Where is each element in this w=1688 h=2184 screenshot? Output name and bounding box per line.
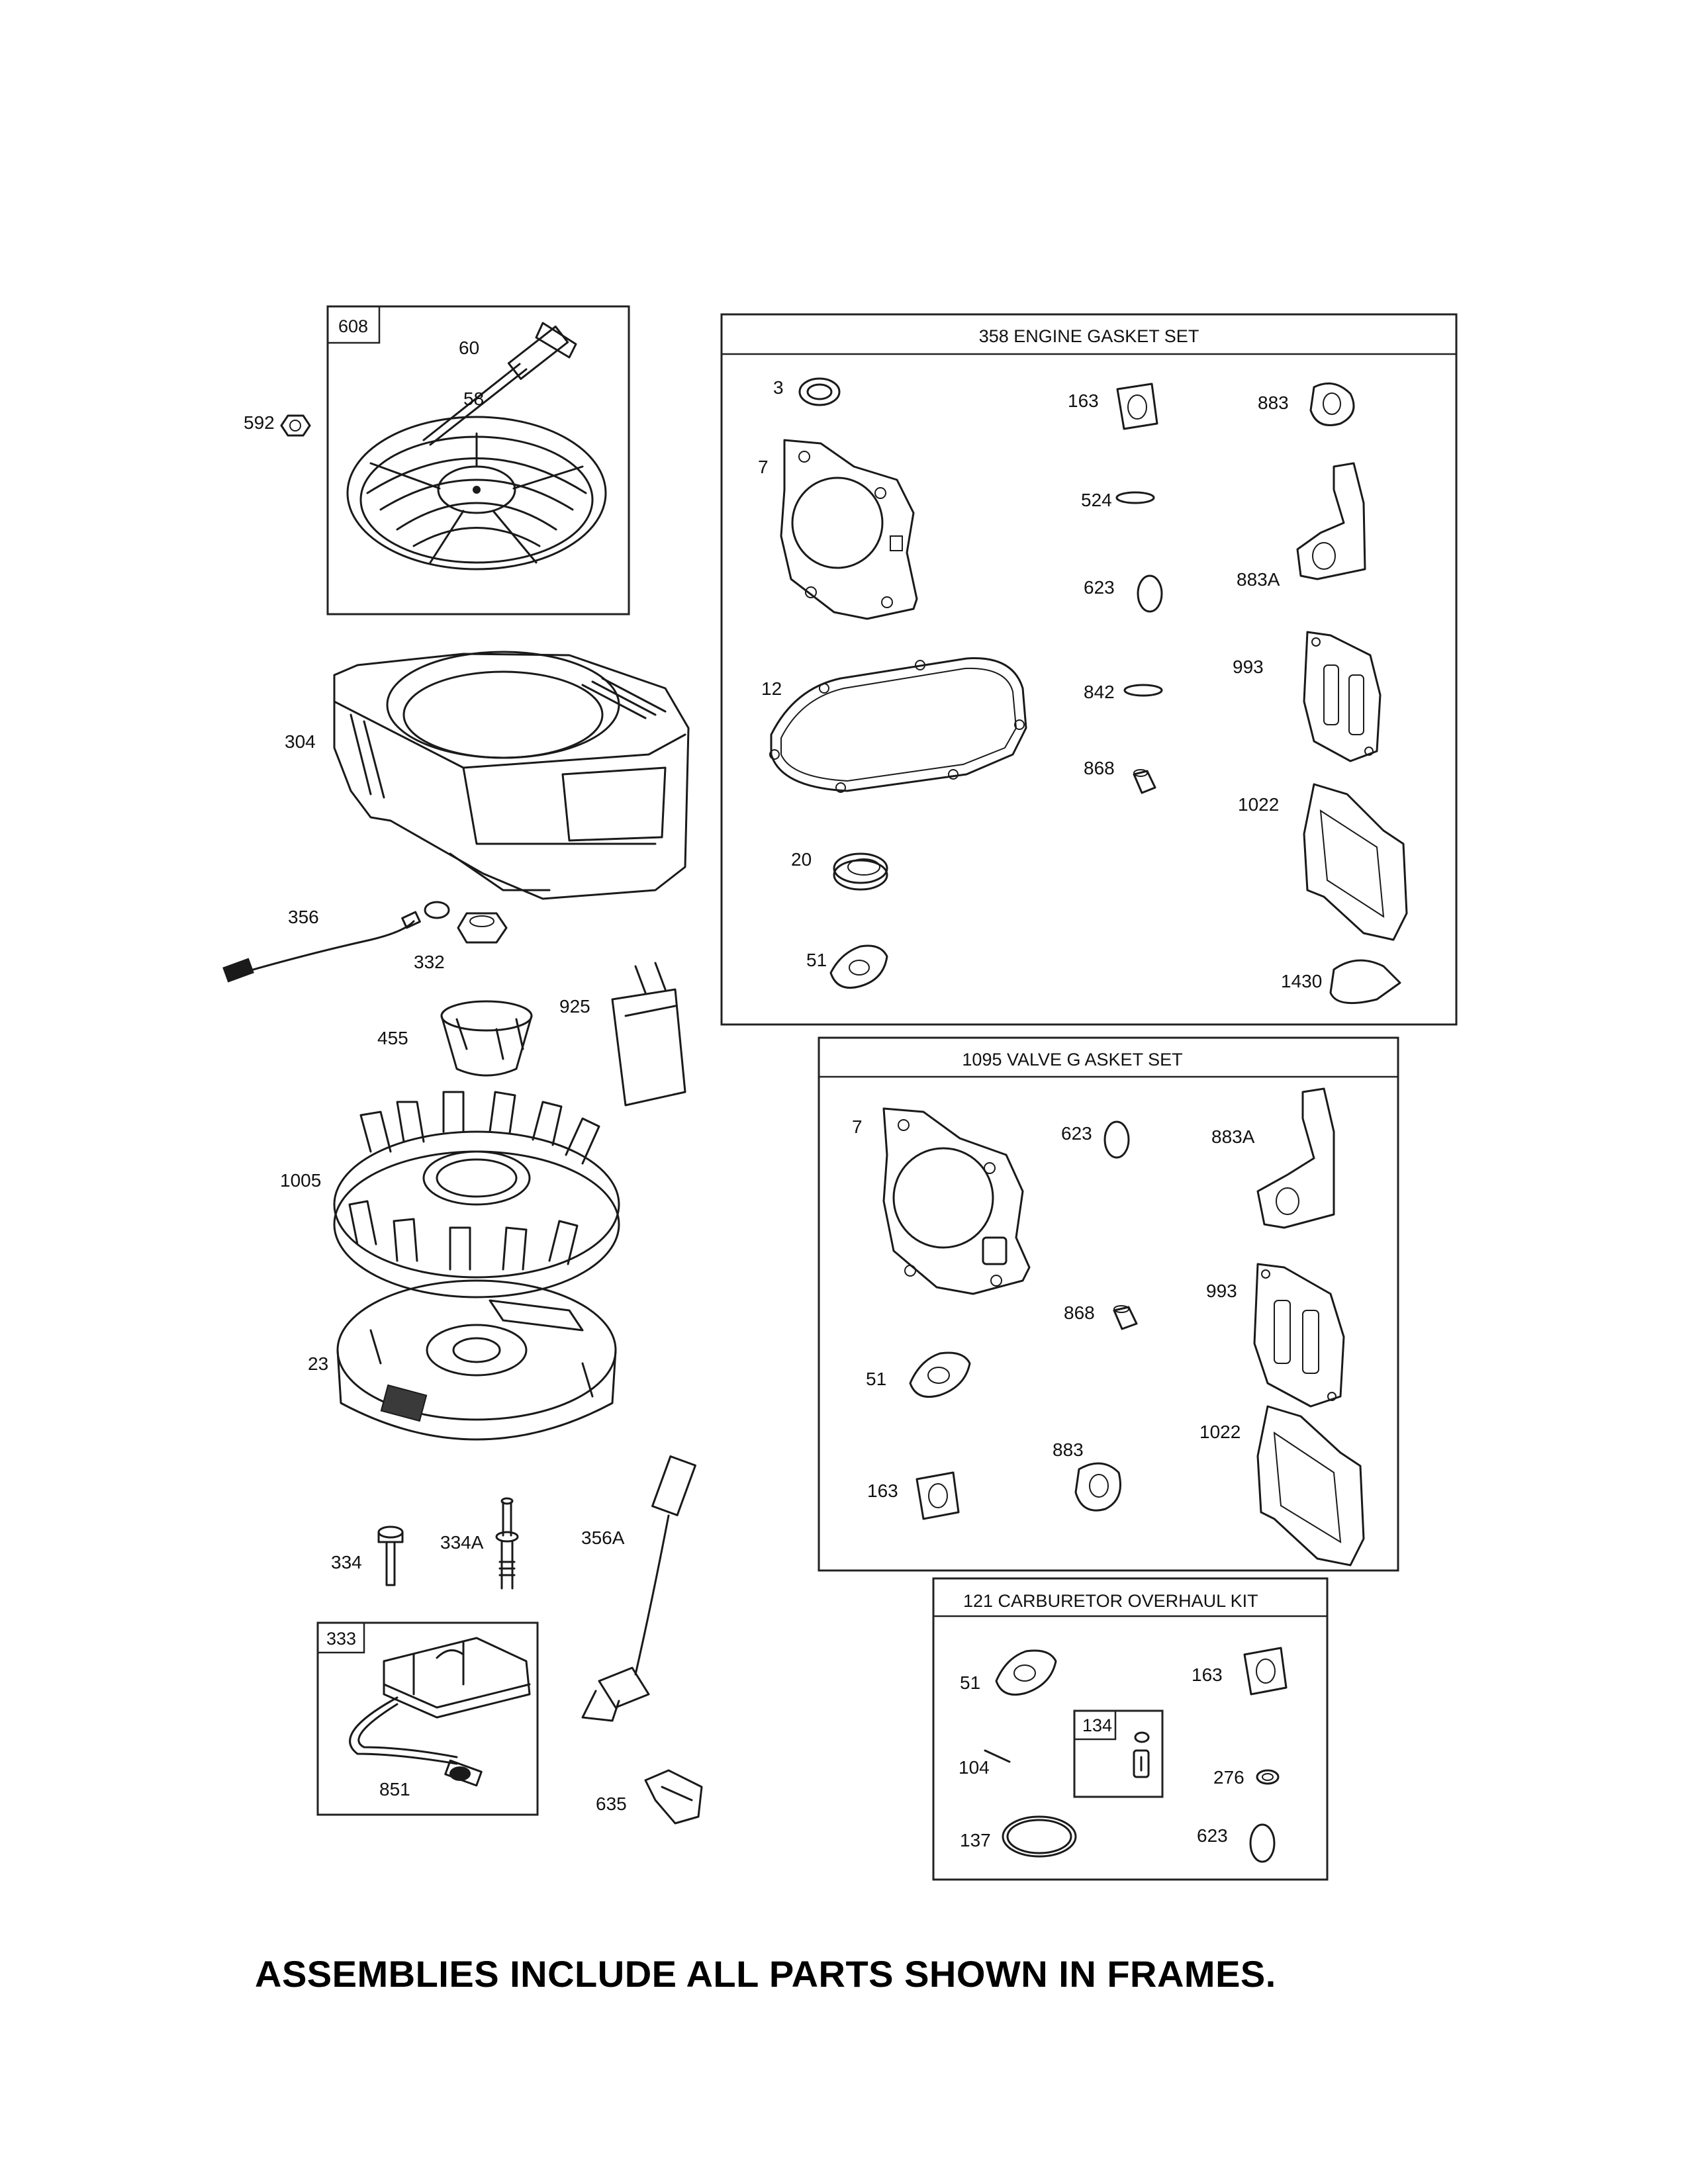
- label-455: 455: [377, 1028, 408, 1048]
- part-356a-stop-wire: [581, 1455, 696, 1722]
- part-635-spark-plug-boot: [644, 1769, 703, 1825]
- part-455-starter-cup: [440, 1000, 533, 1077]
- label-23: 23: [308, 1353, 328, 1374]
- label-60: 60: [459, 338, 479, 358]
- label-g883: 883: [1258, 392, 1289, 413]
- label-c163: 163: [1192, 1664, 1223, 1685]
- recoil-frame-label: 608: [338, 316, 368, 336]
- label-v883: 883: [1053, 1439, 1084, 1460]
- part-608-recoil-starter: [346, 322, 607, 570]
- label-g3: 3: [773, 377, 784, 398]
- label-925: 925: [559, 996, 590, 1017]
- label-304: 304: [285, 731, 316, 752]
- label-58: 58: [463, 388, 484, 409]
- label-356a: 356A: [581, 1527, 625, 1548]
- label-g842: 842: [1084, 682, 1115, 702]
- part-925-debris-shield: [611, 962, 686, 1107]
- label-v7: 7: [852, 1116, 863, 1137]
- label-334a: 334A: [440, 1532, 484, 1553]
- label-g1022: 1022: [1238, 794, 1279, 815]
- valve-gasket-parts: [882, 1087, 1365, 1567]
- part-356-ground-wire: [222, 901, 450, 983]
- engine-gasket-set-frame: 358 ENGINE GASKET SET: [720, 313, 1458, 1026]
- label-g12: 12: [761, 678, 782, 699]
- label-1005: 1005: [280, 1170, 321, 1191]
- carburetor-kit-title: 121 CARBURETOR OVERHAUL KIT: [963, 1591, 1258, 1611]
- label-v993: 993: [1206, 1281, 1237, 1301]
- part-334-bolt: [377, 1525, 404, 1586]
- carb-sub-frame-label: 134: [1082, 1715, 1112, 1735]
- valve-gasket-set-title: 1095 VALVE G ASKET SET: [962, 1050, 1182, 1069]
- label-c623: 623: [1197, 1825, 1228, 1846]
- carburetor-parts: [984, 1647, 1288, 1863]
- recoil-starter-frame: 608: [326, 305, 630, 615]
- part-1005-fan: [333, 1091, 620, 1298]
- label-v163: 163: [867, 1480, 898, 1501]
- label-v868: 868: [1064, 1302, 1095, 1323]
- engine-gasket-set-title: 358 ENGINE GASKET SET: [979, 326, 1199, 346]
- label-635: 635: [596, 1794, 627, 1814]
- part-labels: 592 60 58 304 356 332 925 455 1005 23 33…: [244, 338, 1322, 1850]
- carburetor-overhaul-kit-frame: 121 CARBURETOR OVERHAUL KIT 134: [932, 1577, 1329, 1881]
- label-v623: 623: [1061, 1123, 1092, 1144]
- ignition-frame: 333: [316, 1621, 539, 1816]
- part-334a-stud: [495, 1497, 519, 1590]
- part-592-nut: [280, 414, 311, 437]
- label-g868: 868: [1084, 758, 1115, 778]
- part-332-nut: [457, 912, 508, 944]
- label-332: 332: [414, 952, 445, 972]
- label-g20: 20: [791, 849, 812, 870]
- label-c137: 137: [960, 1830, 991, 1850]
- label-g163: 163: [1068, 390, 1099, 411]
- ignition-frame-label: 333: [326, 1629, 356, 1649]
- label-v1022: 1022: [1199, 1422, 1241, 1442]
- valve-gasket-set-frame: 1095 VALVE G ASKET SET: [818, 1036, 1399, 1572]
- label-c51: 51: [960, 1672, 980, 1693]
- label-592: 592: [244, 412, 275, 433]
- label-g993: 993: [1233, 657, 1264, 677]
- label-356: 356: [288, 907, 319, 927]
- label-c276: 276: [1213, 1767, 1244, 1788]
- label-g883a: 883A: [1237, 569, 1280, 590]
- part-851-armature: [349, 1637, 531, 1787]
- label-g51: 51: [806, 950, 827, 970]
- part-23-flywheel: [336, 1279, 617, 1441]
- label-851: 851: [379, 1779, 410, 1799]
- label-v51: 51: [866, 1369, 886, 1389]
- label-g623: 623: [1084, 577, 1115, 598]
- label-g7: 7: [758, 457, 769, 477]
- part-304-blower-housing: [333, 651, 690, 900]
- label-v883a: 883A: [1211, 1126, 1255, 1147]
- assemblies-footer-note: ASSEMBLIES INCLUDE ALL PARTS SHOWN IN FR…: [255, 1953, 1276, 1995]
- label-g1430: 1430: [1281, 971, 1322, 991]
- label-334: 334: [331, 1552, 362, 1572]
- label-c104: 104: [959, 1757, 990, 1778]
- label-g524: 524: [1081, 490, 1112, 510]
- gasket-parts: [769, 377, 1408, 1005]
